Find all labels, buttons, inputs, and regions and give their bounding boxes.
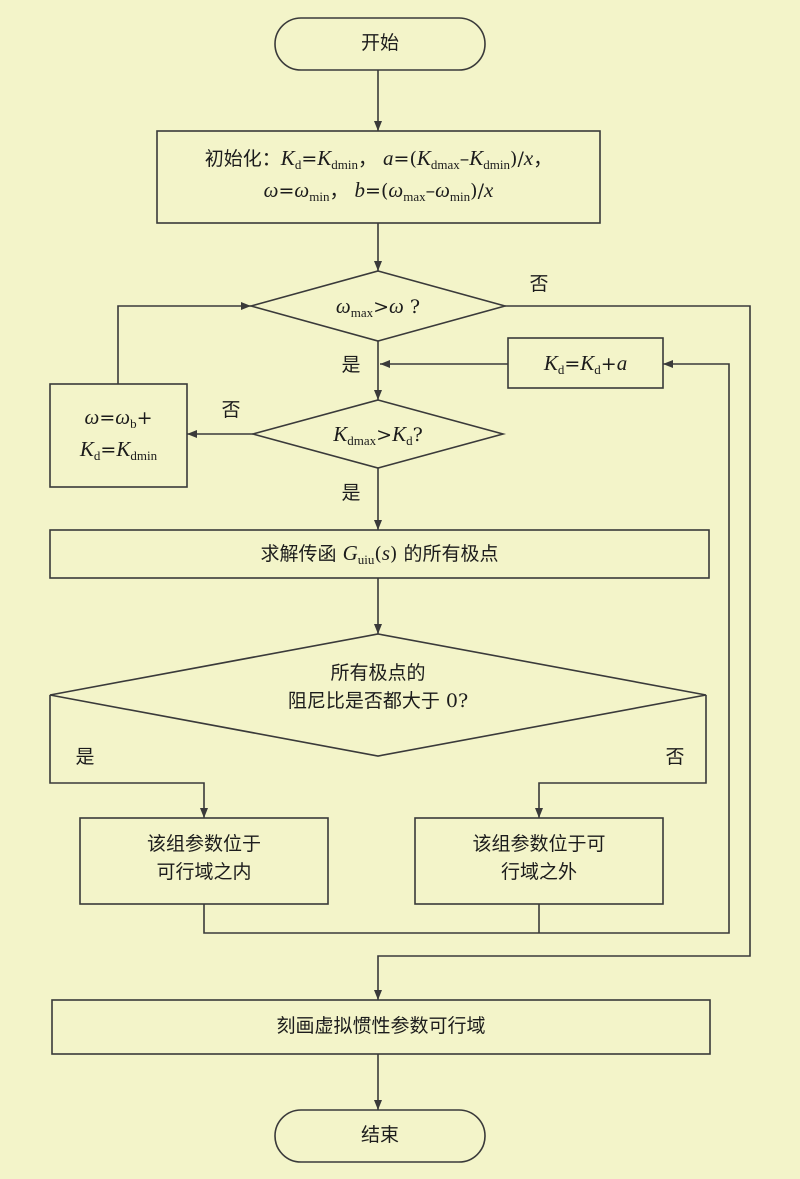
end-terminal <box>274 1109 486 1163</box>
outside-line2: 行域之外 <box>500 860 577 883</box>
arrow-damping-inside <box>49 695 208 818</box>
solve-suffix: 的所有极点 <box>403 543 499 565</box>
inside-line1: 该组参数位于 <box>146 833 261 855</box>
reset-label: ω=ωb+ Kd=Kdmin <box>79 405 158 463</box>
outside-line1: 该组参数位于可 <box>472 833 606 855</box>
kd-no-label: 否 <box>221 399 241 421</box>
kd-decision-label: Kdmax>Kd? <box>333 422 423 448</box>
omega-yes-label: 是 <box>341 354 361 376</box>
end-label: 结束 <box>360 1124 399 1146</box>
arrow-omega-no-draw <box>374 305 751 1000</box>
kd-update-label: Kd=Kd+a <box>543 351 628 377</box>
kd-plus: + <box>600 353 617 375</box>
arrow-reset-omega <box>117 302 251 384</box>
init-label: 初始化：Kd=Kdmin， a=(Kdmax–Kdmin)/x， ω=ωmin，… <box>204 146 553 204</box>
loop-back-to-kd-update <box>203 360 730 934</box>
solve-box <box>49 529 710 579</box>
start-label: 开始 <box>360 32 399 54</box>
omega-no-label: 否 <box>529 273 549 295</box>
damping-decision <box>49 633 707 757</box>
start-terminal <box>274 17 486 71</box>
omega-q: ? <box>409 296 421 318</box>
draw-region-label: 刻画虚拟惯性参数可行域 <box>276 1015 486 1037</box>
reset-plus: + <box>136 407 153 429</box>
outside-label: 该组参数位于可 行域之外 <box>415 831 663 886</box>
solve-prefix: 求解传函 <box>260 543 337 565</box>
inside-label: 该组参数位于 可行域之内 <box>80 831 328 886</box>
damping-line2: 阻尼比是否都大于 0? <box>287 689 469 712</box>
kd-yes-label: 是 <box>341 482 361 504</box>
draw-region-box <box>51 999 711 1055</box>
kd-q: ? <box>412 424 423 446</box>
arrow-damping-outside <box>535 695 707 818</box>
damping-yes-label: 是 <box>75 746 95 768</box>
damping-label: 所有极点的 阻尼比是否都大于 0? <box>200 660 556 715</box>
damping-no-label: 否 <box>665 746 685 768</box>
damping-line1: 所有极点的 <box>330 662 426 684</box>
inside-line2: 可行域之内 <box>156 860 252 883</box>
solve-label: 求解传函 Guiu(s) 的所有极点 <box>260 541 499 567</box>
init-prefix: 初始化： <box>204 148 281 170</box>
omega-decision-label: ωmax>ω ? <box>335 294 421 320</box>
